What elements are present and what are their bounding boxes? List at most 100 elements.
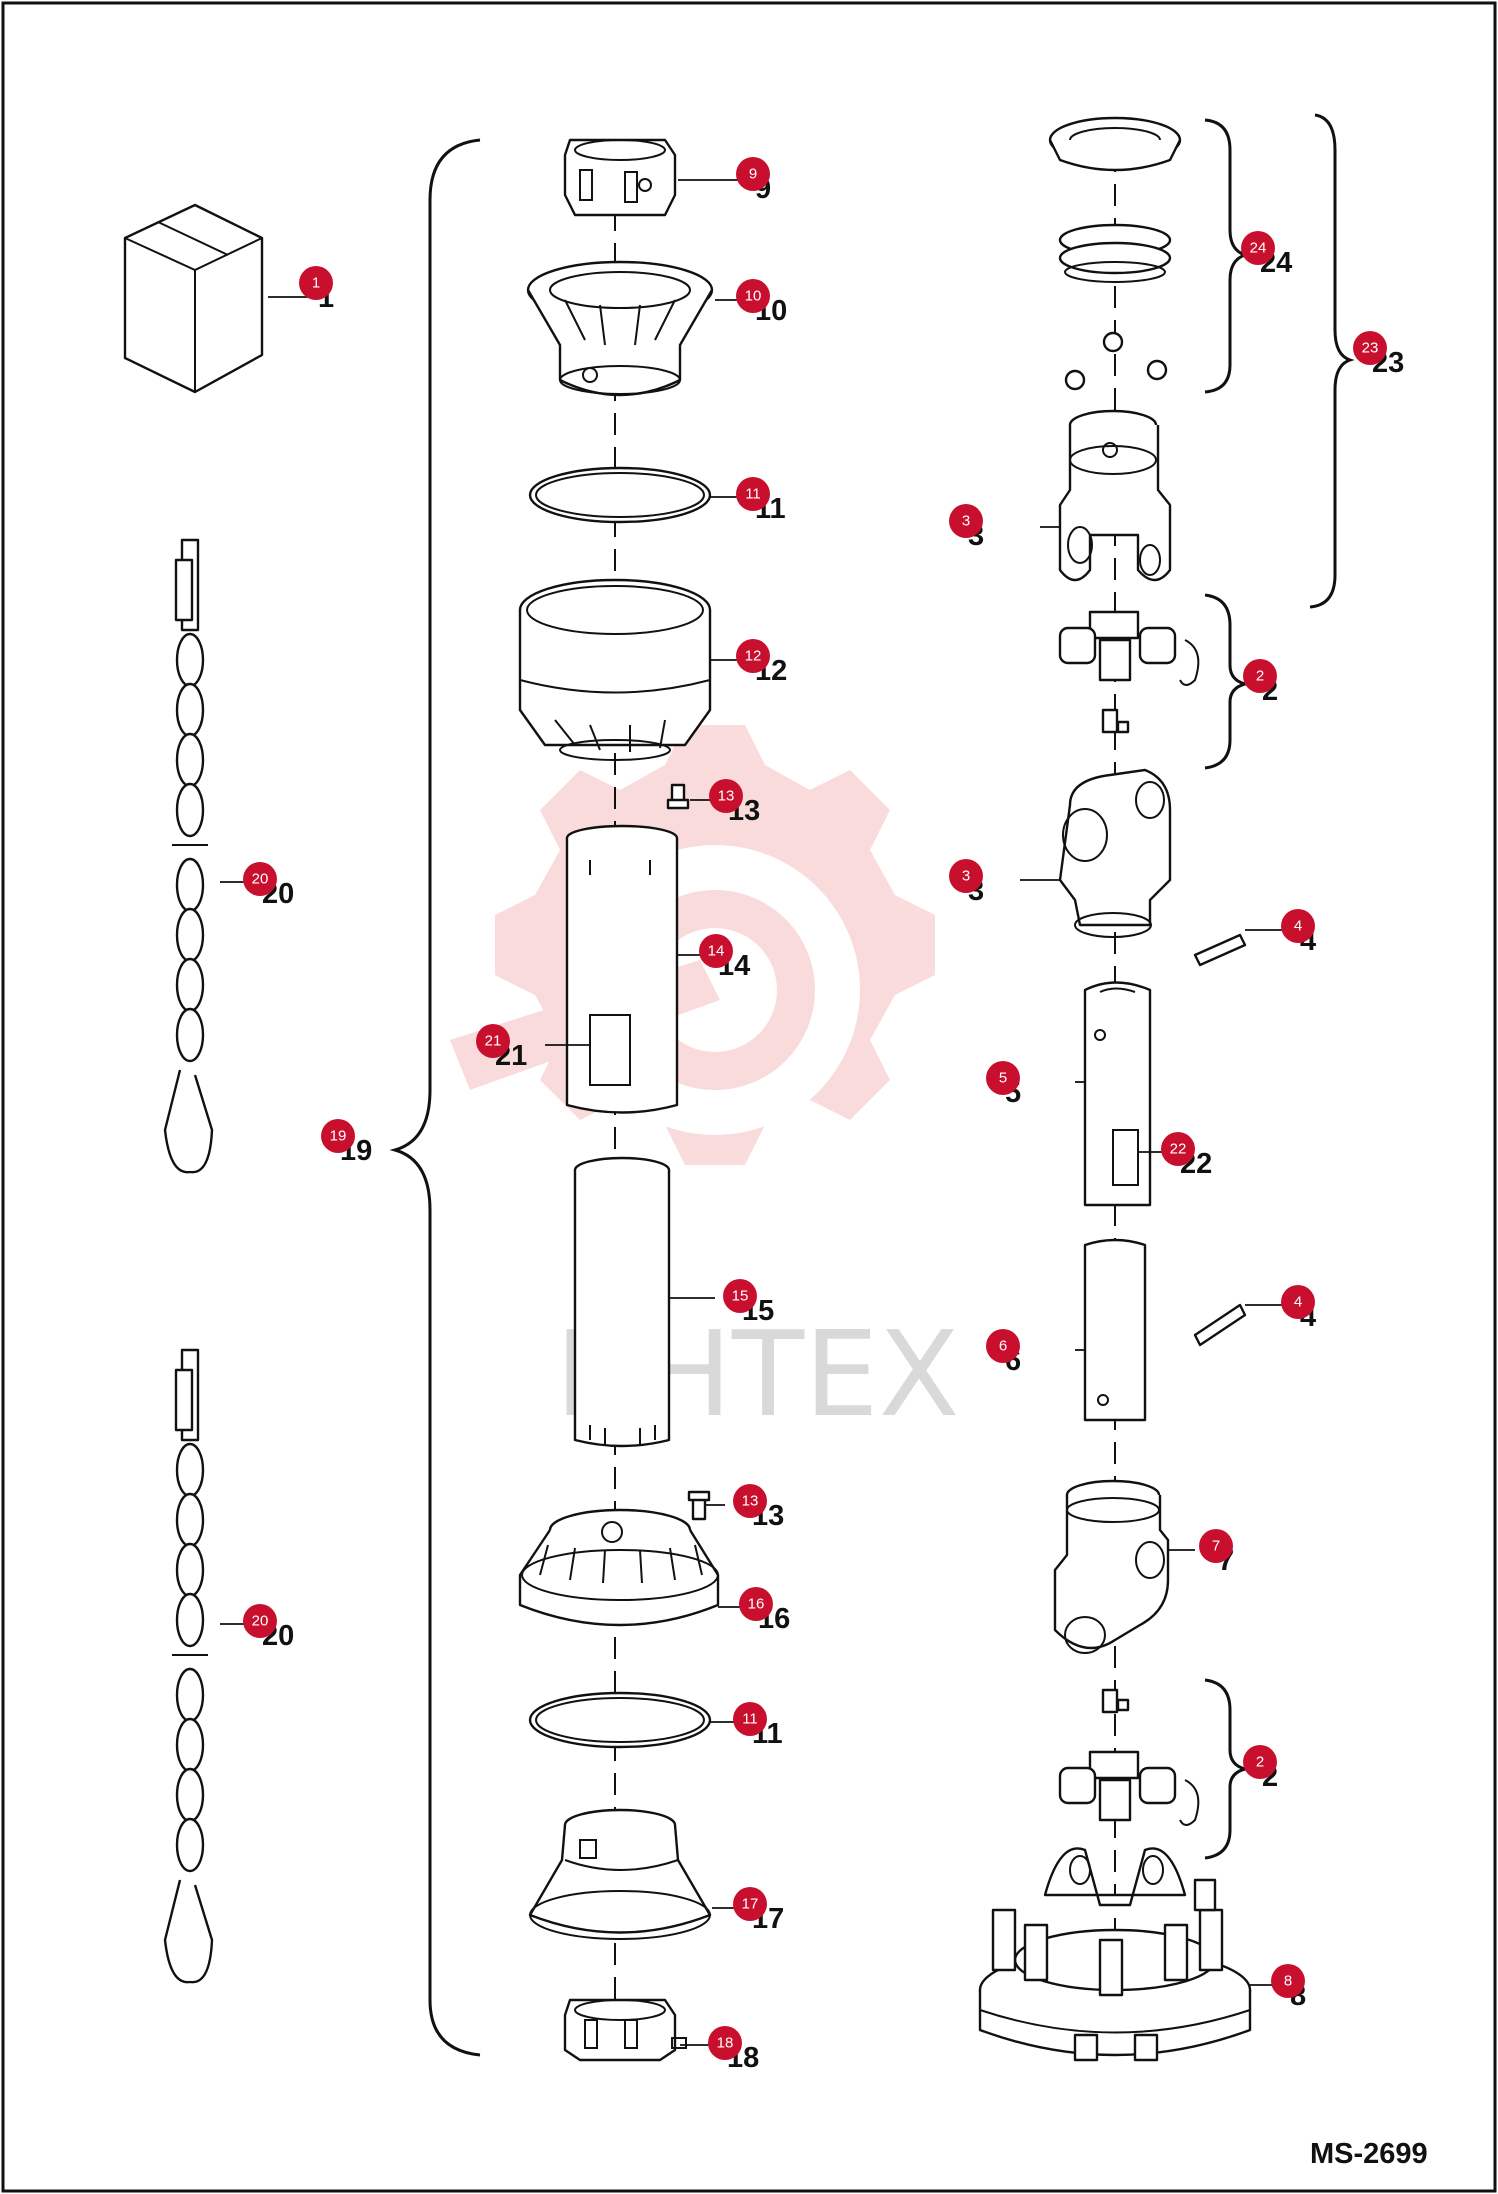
brace-2b: [1204, 1678, 1251, 1860]
part-13-screw-bottom: [687, 1490, 711, 1521]
part-badge-text: 8: [1284, 1973, 1292, 1990]
part-4-pin-bottom: [1193, 1303, 1247, 1347]
part-badge-p15[interactable]: 15: [723, 1279, 757, 1313]
part-badge-p19[interactable]: 19: [321, 1119, 355, 1153]
part-badge-text: 9: [749, 166, 757, 183]
part-badge-text: 15: [732, 1288, 749, 1305]
part-24-ball: [1102, 331, 1124, 353]
part-badge-text: 11: [742, 1711, 758, 1728]
part-badge-text: 7: [1212, 1538, 1220, 1555]
part-badge-text: 16: [748, 1596, 765, 1613]
part-badge-p16[interactable]: 16: [739, 1587, 773, 1621]
part-2-cross-bottom: [1058, 1750, 1200, 1826]
part-badge-p13a[interactable]: 13: [709, 779, 743, 813]
part-24-ball: [1146, 359, 1168, 381]
part-badge-text: 1: [312, 275, 320, 292]
part-badge-text: 2: [1256, 1754, 1264, 1771]
part-4-pin-top: [1193, 933, 1247, 967]
brace-2a: [1204, 593, 1251, 770]
part-badge-p11b[interactable]: 11: [733, 1702, 767, 1736]
part-badge-p2a[interactable]: 2: [1243, 659, 1277, 693]
part-labels: 1199101011111212131314142121151513131616…: [243, 157, 1404, 2074]
part-16-lower-cone: [518, 1508, 720, 1627]
part-badge-p22[interactable]: 22: [1161, 1132, 1195, 1166]
part-5-profile-tube: [1083, 981, 1152, 1207]
part-15-inner-tube: [573, 1156, 671, 1448]
part-badge-p9[interactable]: 9: [736, 157, 770, 191]
part-badge-p17[interactable]: 17: [733, 1887, 767, 1921]
part-badge-text: 17: [742, 1896, 759, 1913]
part-6-inner-profile: [1083, 1238, 1147, 1422]
part-badge-p20b[interactable]: 20: [243, 1604, 277, 1638]
part-13-screw-top: [666, 783, 690, 810]
part-badge-p21[interactable]: 21: [476, 1024, 510, 1058]
part-badge-p14[interactable]: 14: [699, 934, 733, 968]
part-badge-text: 20: [252, 871, 269, 888]
part-badge-text: 2: [1256, 668, 1264, 685]
part-badge-p18[interactable]: 18: [708, 2026, 742, 2060]
part-badge-text: 12: [745, 648, 762, 665]
part-18-clip: [563, 1998, 687, 2062]
part-3-yoke-middle: [1058, 768, 1172, 938]
part-badge-text: 4: [1294, 1294, 1302, 1311]
part-badge-p6[interactable]: 6: [986, 1329, 1020, 1363]
part-badge-p4b[interactable]: 4: [1281, 1285, 1315, 1319]
brace-19: [389, 138, 481, 2057]
part-badge-text: 13: [718, 788, 735, 805]
part-badge-text: 24: [1250, 240, 1267, 257]
part-badge-text: 10: [745, 288, 762, 305]
part-badge-text: 3: [962, 868, 970, 885]
part-badge-text: 13: [742, 1493, 759, 1510]
part-badge-p1[interactable]: 1: [299, 266, 333, 300]
part-badge-p5[interactable]: 5: [986, 1061, 1020, 1095]
part-24-ball: [1064, 369, 1086, 391]
part-badge-text: 21: [485, 1033, 502, 1050]
part-badge-p11a[interactable]: 11: [736, 477, 770, 511]
part-20-chain-top: [163, 538, 214, 1174]
part-2-cross-top: [1058, 610, 1200, 686]
part-14-outer-tube: [565, 824, 679, 1114]
part-badge-text: 18: [717, 2035, 734, 2052]
part-8-clutch: [978, 1847, 1252, 2062]
part-24-spring: [1058, 223, 1172, 283]
part-1-box: [123, 203, 264, 394]
part-3-yoke-top: [1058, 409, 1172, 582]
part-badge-p10[interactable]: 10: [736, 279, 770, 313]
part-badge-p7[interactable]: 7: [1199, 1529, 1233, 1563]
part-badge-p2b[interactable]: 2: [1243, 1745, 1277, 1779]
part-badge-p20a[interactable]: 20: [243, 862, 277, 896]
part-11-ring-bottom: [528, 1691, 712, 1749]
brace-24: [1204, 118, 1250, 394]
part-badge-text: 11: [745, 486, 761, 503]
grease-nipple-bottom: [1101, 1688, 1130, 1714]
part-badge-text: 19: [330, 1128, 347, 1145]
part-badge-text: 22: [1170, 1141, 1187, 1158]
drawing-code: MS-2699: [1310, 2138, 1428, 2170]
part-badge-p4a[interactable]: 4: [1281, 909, 1315, 943]
part-9-clip: [563, 138, 677, 217]
part-badge-text: 14: [708, 943, 725, 960]
part-badge-p12[interactable]: 12: [736, 639, 770, 673]
part-badge-text: 3: [962, 513, 970, 530]
part-24-seal-cup: [1048, 116, 1182, 172]
part-badge-p8[interactable]: 8: [1271, 1964, 1305, 1998]
part-7-yoke: [1053, 1479, 1170, 1654]
part-11-ring-top: [528, 466, 712, 524]
part-17-bottom-cone: [528, 1808, 712, 1940]
part-badge-text: 20: [252, 1613, 269, 1630]
part-badge-p3b[interactable]: 3: [949, 859, 983, 893]
part-badge-p24[interactable]: 24: [1241, 231, 1275, 265]
part-badge-p3a[interactable]: 3: [949, 504, 983, 538]
part-badge-text: 5: [999, 1070, 1007, 1087]
part-20-chain-bottom: [163, 1348, 214, 1984]
part-badge-p13b[interactable]: 13: [733, 1484, 767, 1518]
part-badge-text: 23: [1362, 340, 1379, 357]
grease-nipple-top: [1101, 708, 1130, 734]
part-12-bell: [518, 578, 712, 761]
watermark-logo: [450, 725, 935, 1165]
brace-23: [1309, 113, 1355, 609]
part-badge-p23[interactable]: 23: [1353, 331, 1387, 365]
